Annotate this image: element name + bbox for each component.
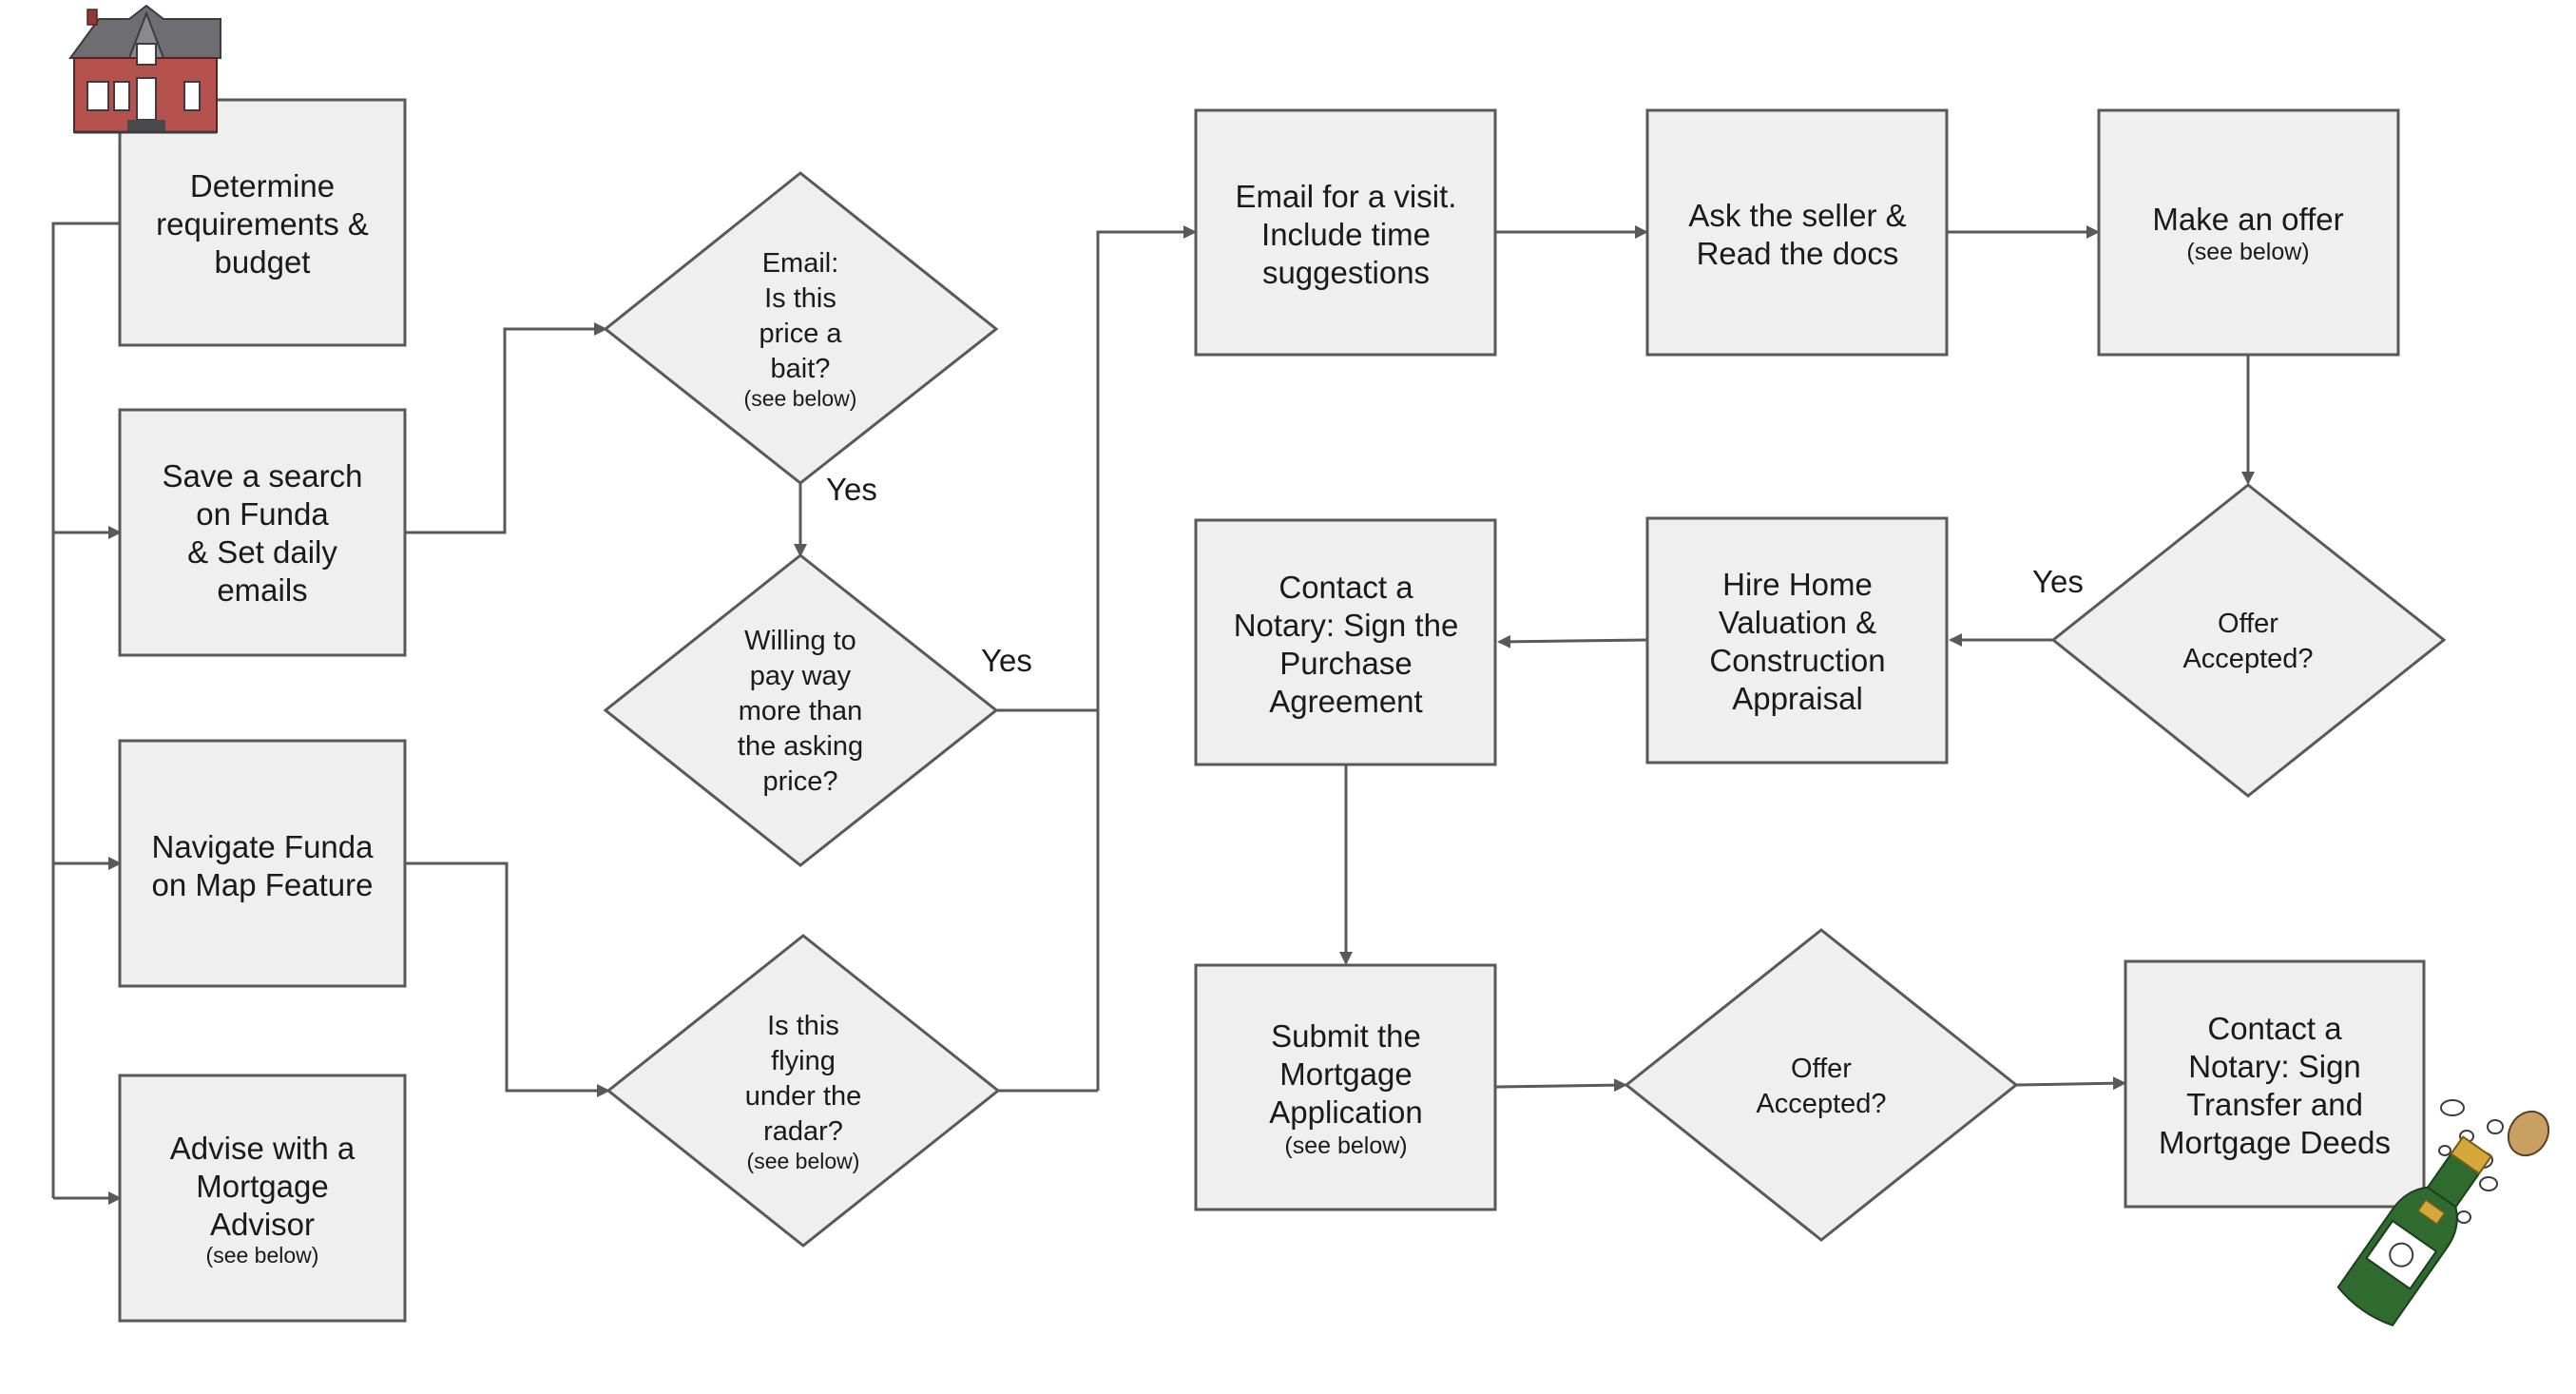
edges [51,222,2255,1205]
node-willing-pay [603,553,999,867]
radar-line-2: flying [771,1046,836,1076]
accepted1-line-1: Offer [2218,609,2278,639]
node-under-radar [606,934,1001,1248]
navigate-line-2: on Map Feature [152,867,374,902]
bait-line-4: bait? [771,354,831,384]
house-icon [68,4,221,134]
hire-line-2: Valuation & [1719,605,1876,640]
nodes [118,98,2447,1323]
radar-note: (see below) [747,1149,860,1173]
edge-label-willing-yes: Yes [981,643,1032,678]
advise-line-2: Mortgage [196,1169,328,1204]
bait-line-1: Email: [762,248,839,279]
accepted2-line-1: Offer [1791,1054,1852,1084]
node-email-bait [603,171,999,485]
hire-line-1: Hire Home [1722,567,1873,602]
willing-line-1: Willing to [744,626,856,656]
edge-label-offer-yes: Yes [2032,564,2084,599]
champagne-bottle-icon [2336,1099,2550,1326]
submit-line-3: Application [1269,1094,1422,1130]
save-line-2: on Funda [196,496,329,532]
node-hire-valuation [1645,516,1949,765]
determine-line-1: Determine [190,168,335,203]
save-line-3: & Set daily [187,534,337,570]
edge-hire-to-notary [1497,634,1648,649]
notary-purchase-line-3: Purchase [1279,646,1412,681]
node-submit-mortgage [1194,963,1497,1211]
edge-submit-to-accepted2 [1495,1078,1627,1093]
notary-purchase-line-2: Notary: Sign the [1234,608,1459,643]
node-navigate [118,739,407,988]
advise-note: (see below) [206,1243,319,1268]
edge-trunk-to-visit [1096,225,1197,1091]
node-make-offer [2097,108,2400,357]
advise-line-3: Advisor [210,1207,315,1242]
visit-line-2: Include time [1261,217,1431,252]
visit-line-3: suggestions [1262,255,1430,290]
node-email-visit [1194,108,1497,357]
transfer-line-2: Notary: Sign [2188,1049,2361,1084]
willing-line-5: price? [763,766,838,797]
node-contact-notary-transfer [2124,959,2426,1209]
notary-purchase-line-4: Agreement [1269,684,1422,719]
node-advise [118,1074,407,1323]
node-ask-seller [1645,108,1949,357]
edge-navigate-to-radar [405,862,610,1097]
edge-label-bait-yes: Yes [826,472,877,507]
submit-note: (see below) [1284,1133,1407,1159]
transfer-line-1: Contact a [2207,1011,2342,1046]
determine-line-3: budget [215,244,311,280]
bait-line-3: price a [759,319,842,349]
willing-line-4: the asking [738,731,863,762]
save-line-1: Save a search [163,458,363,494]
transfer-line-3: Transfer and [2186,1087,2363,1122]
navigate-line-1: Navigate Funda [152,829,375,864]
radar-line-3: under the [745,1081,862,1112]
visit-line-1: Email for a visit. [1236,179,1457,214]
advise-line-1: Advise with a [170,1131,356,1166]
willing-line-2: pay way [750,661,852,691]
edge-determine-trunk [51,222,120,1198]
notary-purchase-line-1: Contact a [1278,570,1413,605]
node-offer-accepted-2 [1624,928,2019,1242]
submit-line-2: Mortgage [1279,1056,1412,1092]
bait-note: (see below) [744,386,857,411]
node-contact-notary-purchase [1194,518,1497,766]
offer-line-1: Make an offer [2152,202,2343,237]
submit-line-1: Submit the [1271,1018,1421,1054]
transfer-line-4: Mortgage Deeds [2159,1125,2391,1160]
edge-save-to-bait [405,322,607,534]
node-labels: Determine requirements & budget Save a s… [152,168,2391,1268]
hire-line-4: Appraisal [1732,681,1863,716]
ask-line-1: Ask the seller & [1688,198,1906,233]
node-save-search [118,408,407,657]
radar-line-1: Is this [767,1011,839,1041]
accepted1-line-2: Accepted? [2182,644,2313,674]
accepted2-line-2: Accepted? [1756,1089,1886,1119]
hire-line-3: Construction [1709,643,1885,678]
edge-accepted2-to-transfer [2015,1076,2126,1091]
radar-line-4: radar? [763,1116,843,1147]
bait-line-2: Is this [764,283,836,314]
save-line-4: emails [217,572,307,608]
node-offer-accepted-1 [2050,483,2447,798]
node-determine [118,98,407,347]
offer-note: (see below) [2186,239,2309,265]
ask-line-2: Read the docs [1697,236,1899,271]
determine-line-2: requirements & [156,206,369,242]
willing-line-3: more than [739,696,863,726]
